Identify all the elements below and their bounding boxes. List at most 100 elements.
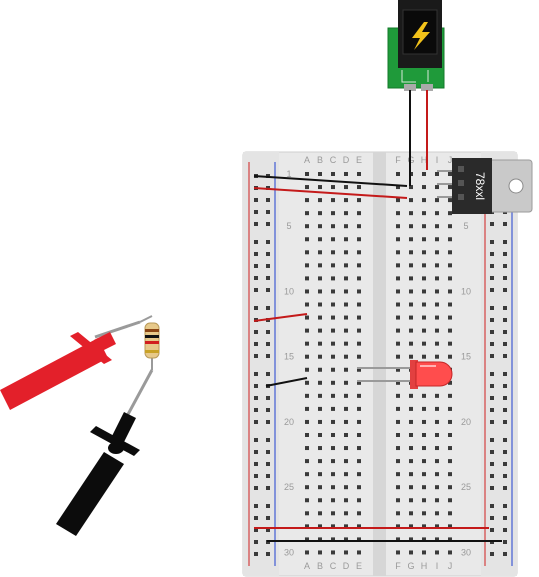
terminal-hole bbox=[435, 459, 439, 464]
terminal-hole bbox=[318, 211, 322, 216]
rail-hole bbox=[490, 408, 494, 412]
terminal-hole bbox=[422, 250, 426, 255]
column-label-bottom: J bbox=[448, 561, 453, 571]
terminal-hole bbox=[448, 276, 452, 281]
terminal-hole bbox=[331, 550, 335, 555]
rail-hole bbox=[490, 396, 494, 400]
terminal-hole bbox=[344, 276, 348, 281]
terminal-hole bbox=[331, 433, 335, 437]
terminal-hole bbox=[396, 406, 400, 411]
terminal-hole bbox=[422, 302, 426, 307]
terminal-hole bbox=[409, 472, 413, 477]
row-label-right: 20 bbox=[461, 417, 471, 427]
terminal-hole bbox=[305, 472, 309, 477]
rail-hole bbox=[254, 474, 258, 478]
terminal-hole bbox=[422, 537, 426, 542]
rail-hole bbox=[503, 372, 507, 376]
terminal-hole bbox=[331, 485, 335, 490]
wires bbox=[253, 90, 502, 542]
rail-hole bbox=[266, 222, 270, 226]
probe-black-tip bbox=[124, 369, 154, 419]
terminal-hole bbox=[409, 211, 413, 216]
terminal-hole bbox=[318, 237, 322, 242]
rail-hole bbox=[490, 450, 494, 454]
terminal-hole bbox=[435, 211, 439, 216]
terminal-hole bbox=[396, 537, 400, 542]
rail-hole bbox=[254, 240, 258, 244]
terminal-hole bbox=[318, 302, 322, 307]
probe-black bbox=[56, 412, 140, 536]
terminal-hole bbox=[357, 341, 361, 346]
rail-hole bbox=[254, 486, 258, 490]
terminal-hole bbox=[396, 380, 400, 385]
terminal-hole bbox=[344, 224, 348, 229]
column-label-top: J bbox=[448, 155, 453, 165]
terminal-hole bbox=[318, 341, 322, 346]
led bbox=[357, 360, 453, 389]
terminal-hole bbox=[448, 446, 452, 451]
terminal-hole bbox=[422, 459, 426, 464]
column-label-bottom: H bbox=[421, 561, 428, 571]
terminal-hole bbox=[344, 446, 348, 451]
terminal-hole bbox=[357, 198, 361, 203]
rail-hole bbox=[254, 516, 258, 520]
terminal-hole bbox=[409, 315, 413, 320]
terminal-hole bbox=[435, 185, 439, 190]
jack-pin-left bbox=[404, 84, 416, 91]
terminal-hole bbox=[357, 380, 361, 385]
terminal-hole bbox=[331, 406, 335, 411]
terminal-hole bbox=[448, 302, 452, 307]
terminal-hole bbox=[305, 211, 309, 216]
rail-hole bbox=[503, 420, 507, 424]
row-label-left: 30 bbox=[284, 547, 294, 557]
rail-hole bbox=[503, 408, 507, 412]
terminal-hole bbox=[305, 459, 309, 464]
terminal-hole bbox=[409, 419, 413, 424]
terminal-hole bbox=[357, 172, 361, 176]
rail-hole bbox=[503, 504, 507, 508]
jack-pin-right bbox=[421, 84, 433, 91]
terminal-hole bbox=[318, 393, 322, 398]
rail-hole bbox=[503, 222, 507, 226]
wire-rail-red-10 bbox=[253, 313, 308, 322]
wire-top-red bbox=[253, 187, 408, 199]
rail-hole bbox=[490, 516, 494, 520]
row-label-left: 10 bbox=[284, 286, 294, 296]
terminal-hole bbox=[344, 172, 348, 176]
terminal-hole bbox=[409, 433, 413, 437]
terminal-hole bbox=[305, 380, 309, 385]
terminal-hole bbox=[396, 433, 400, 437]
terminal-hole bbox=[422, 263, 426, 268]
rail-hole bbox=[254, 528, 258, 532]
rail-hole bbox=[254, 504, 258, 508]
terminal-hole bbox=[331, 446, 335, 451]
terminal-hole bbox=[396, 276, 400, 281]
terminal-hole bbox=[448, 263, 452, 268]
terminal-hole bbox=[409, 498, 413, 503]
rail-hole bbox=[266, 372, 270, 376]
terminal-hole bbox=[422, 524, 426, 529]
terminal-hole bbox=[409, 250, 413, 255]
terminal-hole bbox=[344, 341, 348, 346]
column-label-bottom: D bbox=[343, 561, 350, 571]
rail-hole bbox=[490, 474, 494, 478]
rail-hole bbox=[254, 462, 258, 466]
terminal-hole bbox=[448, 211, 452, 216]
rail-hole bbox=[266, 396, 270, 400]
rail-hole bbox=[254, 342, 258, 346]
rail-hole bbox=[254, 552, 258, 556]
terminal-hole bbox=[318, 198, 322, 203]
terminal-hole bbox=[331, 198, 335, 203]
terminal-hole bbox=[357, 550, 361, 555]
terminal-hole bbox=[422, 315, 426, 320]
terminal-hole bbox=[357, 276, 361, 281]
terminal-hole bbox=[422, 354, 426, 359]
row-label-right: 5 bbox=[463, 221, 468, 231]
terminal-hole bbox=[396, 263, 400, 268]
regulator-label: 78xxl bbox=[473, 172, 487, 200]
terminal-hole bbox=[318, 485, 322, 490]
terminal-hole bbox=[331, 498, 335, 503]
terminal-hole bbox=[357, 237, 361, 242]
terminal-hole bbox=[435, 550, 439, 555]
terminal-hole bbox=[448, 485, 452, 490]
